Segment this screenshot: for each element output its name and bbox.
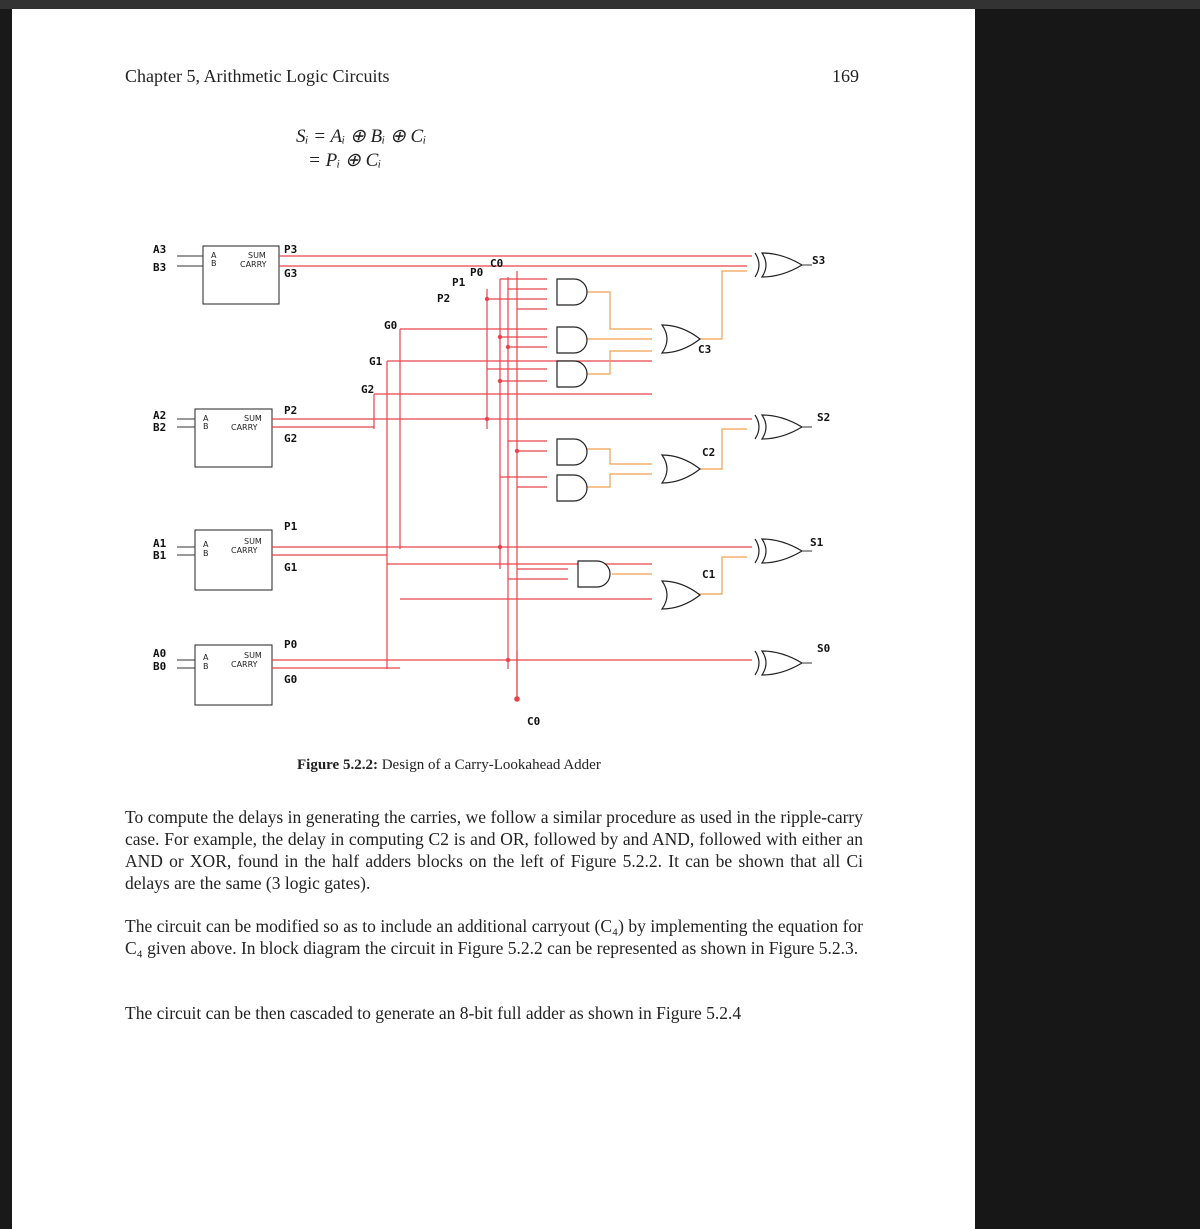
port-b0: B	[203, 662, 209, 671]
bus-label-p1: P1	[452, 276, 466, 289]
viewer-top-bar	[0, 0, 1200, 9]
sum-equation: Sᵢ = Aᵢ ⊕ Bᵢ ⊕ Cᵢ	[296, 126, 427, 147]
port-a3: A	[211, 251, 217, 260]
bus-label-p0: P0	[470, 266, 483, 279]
label-b0: B0	[153, 660, 166, 673]
sum-label-2: SUM	[244, 414, 262, 423]
page-number: 169	[832, 66, 859, 86]
output-s0: S0	[817, 642, 830, 655]
bus-label-g2: G2	[361, 383, 374, 396]
label-b1: B1	[153, 549, 167, 562]
half-adder-0	[194, 644, 273, 706]
carry-label-c3: C3	[698, 343, 711, 356]
chapter-header: Chapter 5, Arithmetic Logic Circuits	[125, 66, 390, 86]
label-b3: B3	[153, 261, 166, 274]
xor-gates	[754, 252, 804, 676]
output-s1: S1	[810, 536, 824, 549]
carry-label-3: CARRY	[240, 260, 267, 269]
label-p0: P0	[284, 638, 297, 651]
port-a0: A	[203, 653, 209, 662]
circuit-labels: A3 B3 A B SUM CARRY P3 G3 A2 B2 A B SUM …	[153, 243, 830, 728]
sum-equation-simplified: = Pᵢ ⊕ Cᵢ	[308, 150, 382, 171]
signal-wires	[272, 255, 752, 699]
port-b1: B	[203, 549, 209, 558]
half-adder-1	[194, 529, 273, 591]
sum-label-0: SUM	[244, 651, 262, 660]
figure-title: Design of a Carry-Lookahead Adder	[377, 757, 601, 773]
label-p2: P2	[284, 404, 297, 417]
label-a3: A3	[153, 243, 166, 256]
label-g0: G0	[284, 673, 297, 686]
bus-label-p2: P2	[437, 292, 450, 305]
half-adder-2	[194, 408, 273, 468]
carry-label-1: CARRY	[231, 546, 258, 555]
junction-dots	[484, 296, 520, 702]
bus-label-c0-bottom: C0	[527, 715, 540, 728]
paragraph-cascade: The circuit can be then cascaded to gene…	[125, 1003, 742, 1023]
figure-label: Figure 5.2.2:	[297, 757, 378, 773]
label-a2: A2	[153, 409, 166, 422]
input-wires	[177, 255, 203, 669]
viewer-side-area[interactable]	[975, 9, 1200, 1229]
carry-label-c1: C1	[702, 568, 716, 581]
port-b3: B	[211, 259, 217, 268]
document-page: Chapter 5, Arithmetic Logic Circuits 169…	[12, 9, 975, 1229]
paragraph-carry-delay: To compute the delays in generating the …	[125, 807, 863, 893]
output-wires	[802, 264, 812, 664]
bus-label-c0: C0	[490, 257, 503, 270]
output-s2: S2	[817, 411, 830, 424]
bus-label-g0: G0	[384, 319, 397, 332]
carry-label-c2: C2	[702, 446, 715, 459]
carry-label-2: CARRY	[231, 423, 258, 432]
half-adder-blocks	[194, 245, 280, 706]
half-adder-3	[202, 245, 280, 305]
internal-wires	[585, 270, 747, 595]
carry-label-0: CARRY	[231, 660, 258, 669]
and-gates	[556, 278, 611, 588]
sum-label-3: SUM	[248, 251, 266, 260]
port-a1: A	[203, 540, 209, 549]
output-s3: S3	[812, 254, 825, 267]
label-g1: G1	[284, 561, 298, 574]
or-gates	[660, 324, 701, 610]
sum-label-1: SUM	[244, 537, 262, 546]
label-g2: G2	[284, 432, 297, 445]
label-p3: P3	[284, 243, 297, 256]
bus-label-g1: G1	[369, 355, 383, 368]
figure-caption: Figure 5.2.2: Design of a Carry-Lookahea…	[297, 757, 601, 774]
label-a1: A1	[153, 537, 167, 550]
port-b2: B	[203, 422, 209, 431]
paragraph-carryout: The circuit can be modified so as to inc…	[125, 916, 863, 958]
label-a0: A0	[153, 647, 166, 660]
carry-lookahead-adder-diagram: A3 B3 A B SUM CARRY P3 G3 A2 B2 A B SUM …	[153, 243, 830, 728]
port-a2: A	[203, 414, 209, 423]
label-b2: B2	[153, 421, 166, 434]
label-g3: G3	[284, 267, 297, 280]
label-p1: P1	[284, 520, 298, 533]
